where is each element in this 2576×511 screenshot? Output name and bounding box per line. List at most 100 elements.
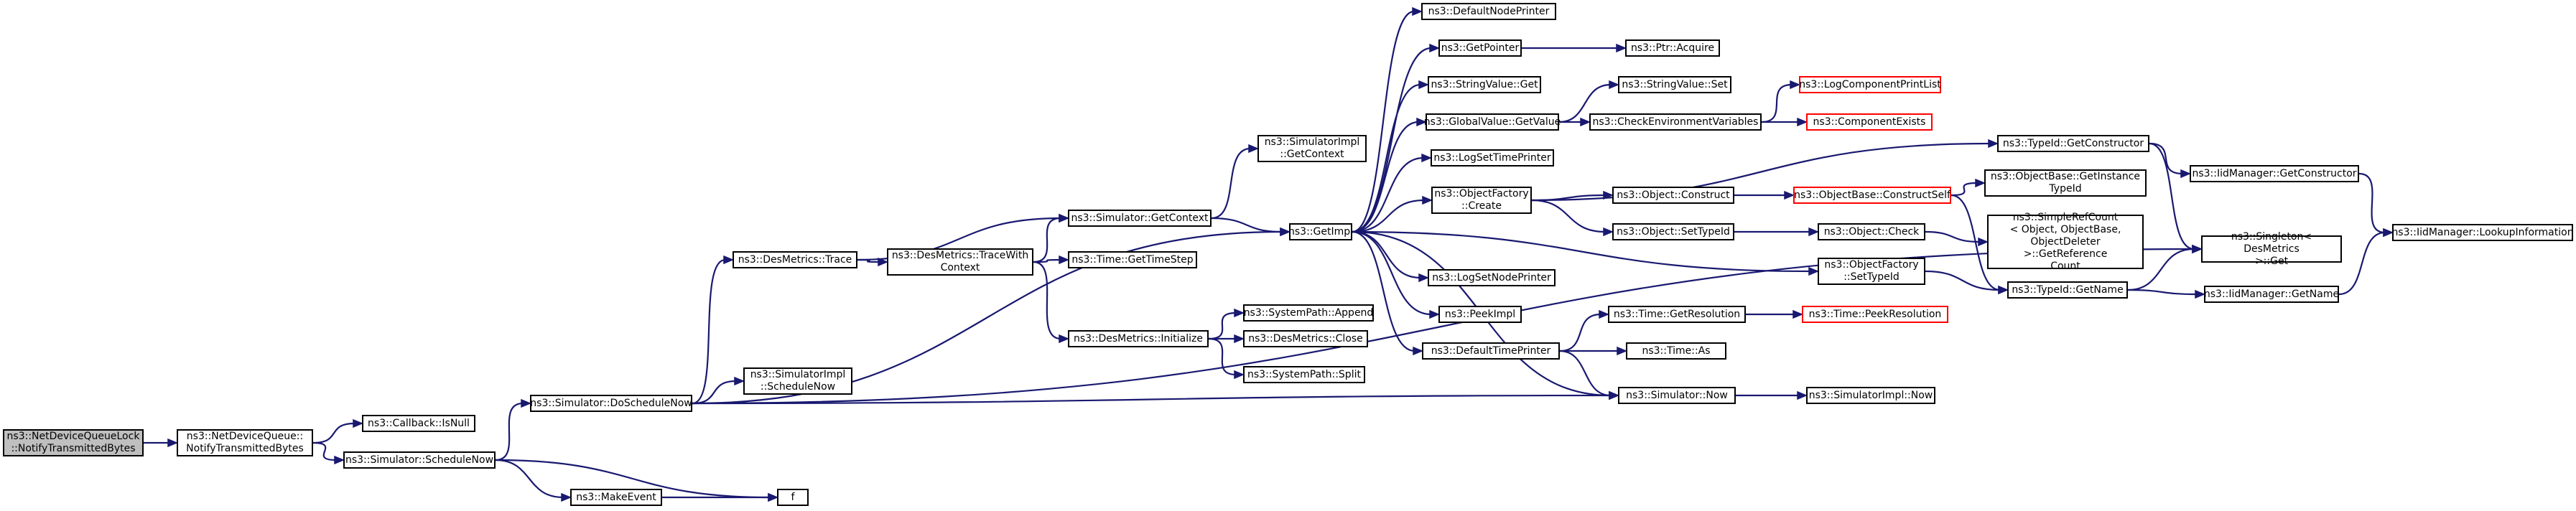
edge-iidgetname-to-iidlookup [2338,231,2386,296]
arrowhead-schednow-to-makeevent [561,492,572,502]
arrowhead-getimpl-to-logsetnode [1418,273,1429,283]
arrowhead-objsettid-to-objcheck [1808,227,1819,237]
node-iidmanager-lookupinformation[interactable]: ns3::IidManager::LookupInformation [2391,224,2574,241]
node-makeevent[interactable]: ns3::MakeEvent [570,489,662,506]
edge-schednow-to-dosched [495,402,524,461]
node-checkenvironmentvariables[interactable]: ns3::CheckEnvironmentVariables [1589,113,1762,131]
arrowhead-objbasecs-to-obgetinst [1975,178,1986,188]
node-simulator-getcontext[interactable]: ns3::Simulator::GetContext [1068,210,1212,227]
arrowhead-objconstruct-to-objbasecs [1784,190,1795,200]
node-simplerefcount-getreferencecount[interactable]: ns3::SimpleRefCount < Object, ObjectBase… [1987,212,2144,272]
node-logsettimeprinter[interactable]: ns3::LogSetTimePrinter [1431,149,1554,167]
node-simulatorimpl-now[interactable]: ns3::SimulatorImpl::Now [1806,387,1935,404]
node-iidmanager-getname[interactable]: ns3::IidManager::GetName [2204,286,2339,303]
arrowhead-ndq-to-cbnull [353,418,363,428]
edge-objbasecs-to-tidgetname [1950,194,2001,291]
arrowhead-root-to-ndq [167,438,178,448]
node-netdevicequeue-notifytransmittedbytes[interactable]: ns3::NetDeviceQueue:: NotifyTransmittedB… [177,429,313,456]
node-time-getresolution[interactable]: ns3::Time::GetResolution [1608,306,1746,323]
arrowhead-schednow-to-dosched [521,398,531,408]
node-objectbase-getinstancetypeid[interactable]: ns3::ObjectBase::GetInstance TypeId [1984,169,2147,197]
arrowhead-timeres-to-peekres [1792,309,1803,319]
arrowhead-simnow-to-simimplnow [1797,390,1808,400]
node-globalvalue-getvalue[interactable]: ns3::GlobalValue::GetValue [1424,113,1561,131]
edge-tracewith-to-getctx [1033,217,1061,263]
arrowhead-objfcreate-to-objconstruct [1603,190,1614,200]
node-callback-isnull[interactable]: ns3::Callback::IsNull [362,415,475,432]
node-stringvalue-get[interactable]: ns3::StringValue::Get [1428,76,1541,93]
node-simulator-schedulenow[interactable]: ns3::Simulator::ScheduleNow [343,451,496,469]
arrowhead-checkenv-to-logcpl [1790,80,1800,90]
node-logsetnodeprinter[interactable]: ns3::LogSetNodePrinter [1428,269,1556,286]
arrowhead-objfsettid-to-tidgetname [1998,285,2009,295]
arrowhead-getimpl-to-defnode [1412,6,1423,17]
arrowhead-tracewith-to-desinit [1059,334,1069,344]
node-objectfactory-create[interactable]: ns3::ObjectFactory ::Create [1431,187,1532,214]
arrowhead-getctx-to-getimpl [1280,227,1291,237]
edge-objcheck-to-simplerc [1925,230,1981,243]
edge-objfcreate-to-objconstruct [1531,194,1606,202]
node-iidmanager-getconstructor[interactable]: ns3::IidManager::GetConstructor [2190,165,2359,182]
edge-tidgetctor-to-iidgetctor [2149,142,2183,175]
node-desmetrics-trace[interactable]: ns3::DesMetrics::Trace [733,251,857,268]
node-componentexists[interactable]: ns3::ComponentExists [1806,113,1933,131]
node-time-gettimestep[interactable]: ns3::Time::GetTimeStep [1068,251,1197,268]
arrowhead-dosched-to-trace [723,255,734,265]
arrowhead-gvget-to-svset [1609,80,1619,90]
edge-objfsettid-to-tidgetname [1925,270,2001,291]
node-stringvalue-set[interactable]: ns3::StringValue::Set [1618,76,1731,93]
node-singleton-desmetrics-get[interactable]: ns3::Singleton< DesMetrics >::Get [2201,231,2342,267]
edge-getimpl-to-gvget [1352,121,1419,233]
edge-getimpl-to-logsettime [1352,156,1424,233]
node-getpointer[interactable]: ns3::GetPointer [1438,39,1522,57]
node-getimpl[interactable]: ns3::GetImpl [1288,223,1353,240]
node-systempath-split[interactable]: ns3::SystemPath::Split [1243,366,1365,383]
edge-getimpl-to-objfsettid [1352,230,1811,273]
node-simulatorimpl-schedulenow[interactable]: ns3::SimulatorImpl ::ScheduleNow [743,367,852,395]
node-desmetrics-initialize[interactable]: ns3::DesMetrics::Initialize [1068,330,1209,347]
node-typeid-getname[interactable]: ns3::TypeId::GetName [2007,281,2128,299]
node-desmetrics-tracewithcontext[interactable]: ns3::DesMetrics::TraceWith Context [887,248,1033,276]
arrowhead-getimpl-to-peekimpl [1429,309,1440,319]
node-simulator-now[interactable]: ns3::Simulator::Now [1618,387,1736,404]
node-peekimpl[interactable]: ns3::PeekImpl [1438,306,1522,323]
arrowhead-deftime-to-timeas [1617,346,1627,356]
node-desmetrics-close[interactable]: ns3::DesMetrics::Close [1243,330,1368,347]
node-objectbase-constructself[interactable]: ns3::ObjectBase::ConstructSelf [1793,187,1951,204]
node-object-check[interactable]: ns3::Object::Check [1818,223,1925,240]
arrowhead-getimpl-to-gvget [1416,117,1427,127]
arrowhead-objfcreate-to-objsettid [1603,227,1614,237]
node-typeid-getconstructor[interactable]: ns3::TypeId::GetConstructor [1997,135,2149,152]
arrowhead-deftime-to-timeres [1599,309,1609,319]
node-simulatorimpl-getcontext[interactable]: ns3::SimulatorImpl ::GetContext [1257,135,1367,162]
arrowhead-iidgetname-to-iidlookup [2383,228,2394,238]
node-objectfactory-settypeid[interactable]: ns3::ObjectFactory ::SetTypeId [1818,258,1925,285]
node-object-construct[interactable]: ns3::Object::Construct [1612,187,1734,204]
node-object-settypeid[interactable]: ns3::Object::SetTypeId [1612,223,1734,240]
edge-dosched-to-simnow [692,394,1612,405]
edge-deftime-to-timeres [1559,313,1601,352]
arrowhead-objcheck-to-simplerc [1978,237,1989,247]
node-defaulttimeprinter[interactable]: ns3::DefaultTimePrinter [1422,342,1560,360]
node-ptr-acquire[interactable]: ns3::Ptr::Acquire [1625,39,1720,57]
node-time-peekresolution[interactable]: ns3::Time::PeekResolution [1802,306,1948,323]
node-simulator-doschedulenow[interactable]: ns3::Simulator::DoScheduleNow [530,395,692,412]
node-defaultnodeprinter[interactable]: ns3::DefaultNodePrinter [1421,3,1556,20]
edge-getctx-to-getimpl [1211,217,1283,233]
arrowhead-tracewith-to-getctx [1059,213,1069,223]
arrowhead-getimpl-to-deftime [1413,346,1423,356]
edge-objbasecs-to-obgetinst [1950,182,1978,197]
arrowhead-checkenv-to-compexists [1797,117,1808,127]
arrowhead-getimpl-to-logsettime [1421,153,1432,163]
node-time-as[interactable]: ns3::Time::As [1626,342,1726,360]
edge-getimpl-to-peekimpl [1352,230,1432,316]
node-logcomponentprintlist[interactable]: ns3::LogComponentPrintList [1799,76,1941,93]
edge-iidgetctor-to-iidlookup [2358,172,2386,234]
node-f[interactable]: f [777,489,809,506]
arrowhead-getimpl-to-objfsettid [1808,266,1819,276]
arrowhead-tidgetctor-to-iidgetctor [2180,169,2191,179]
edge-dosched-to-trace [692,258,726,405]
node-systempath-append[interactable]: ns3::SystemPath::Append [1243,304,1374,322]
